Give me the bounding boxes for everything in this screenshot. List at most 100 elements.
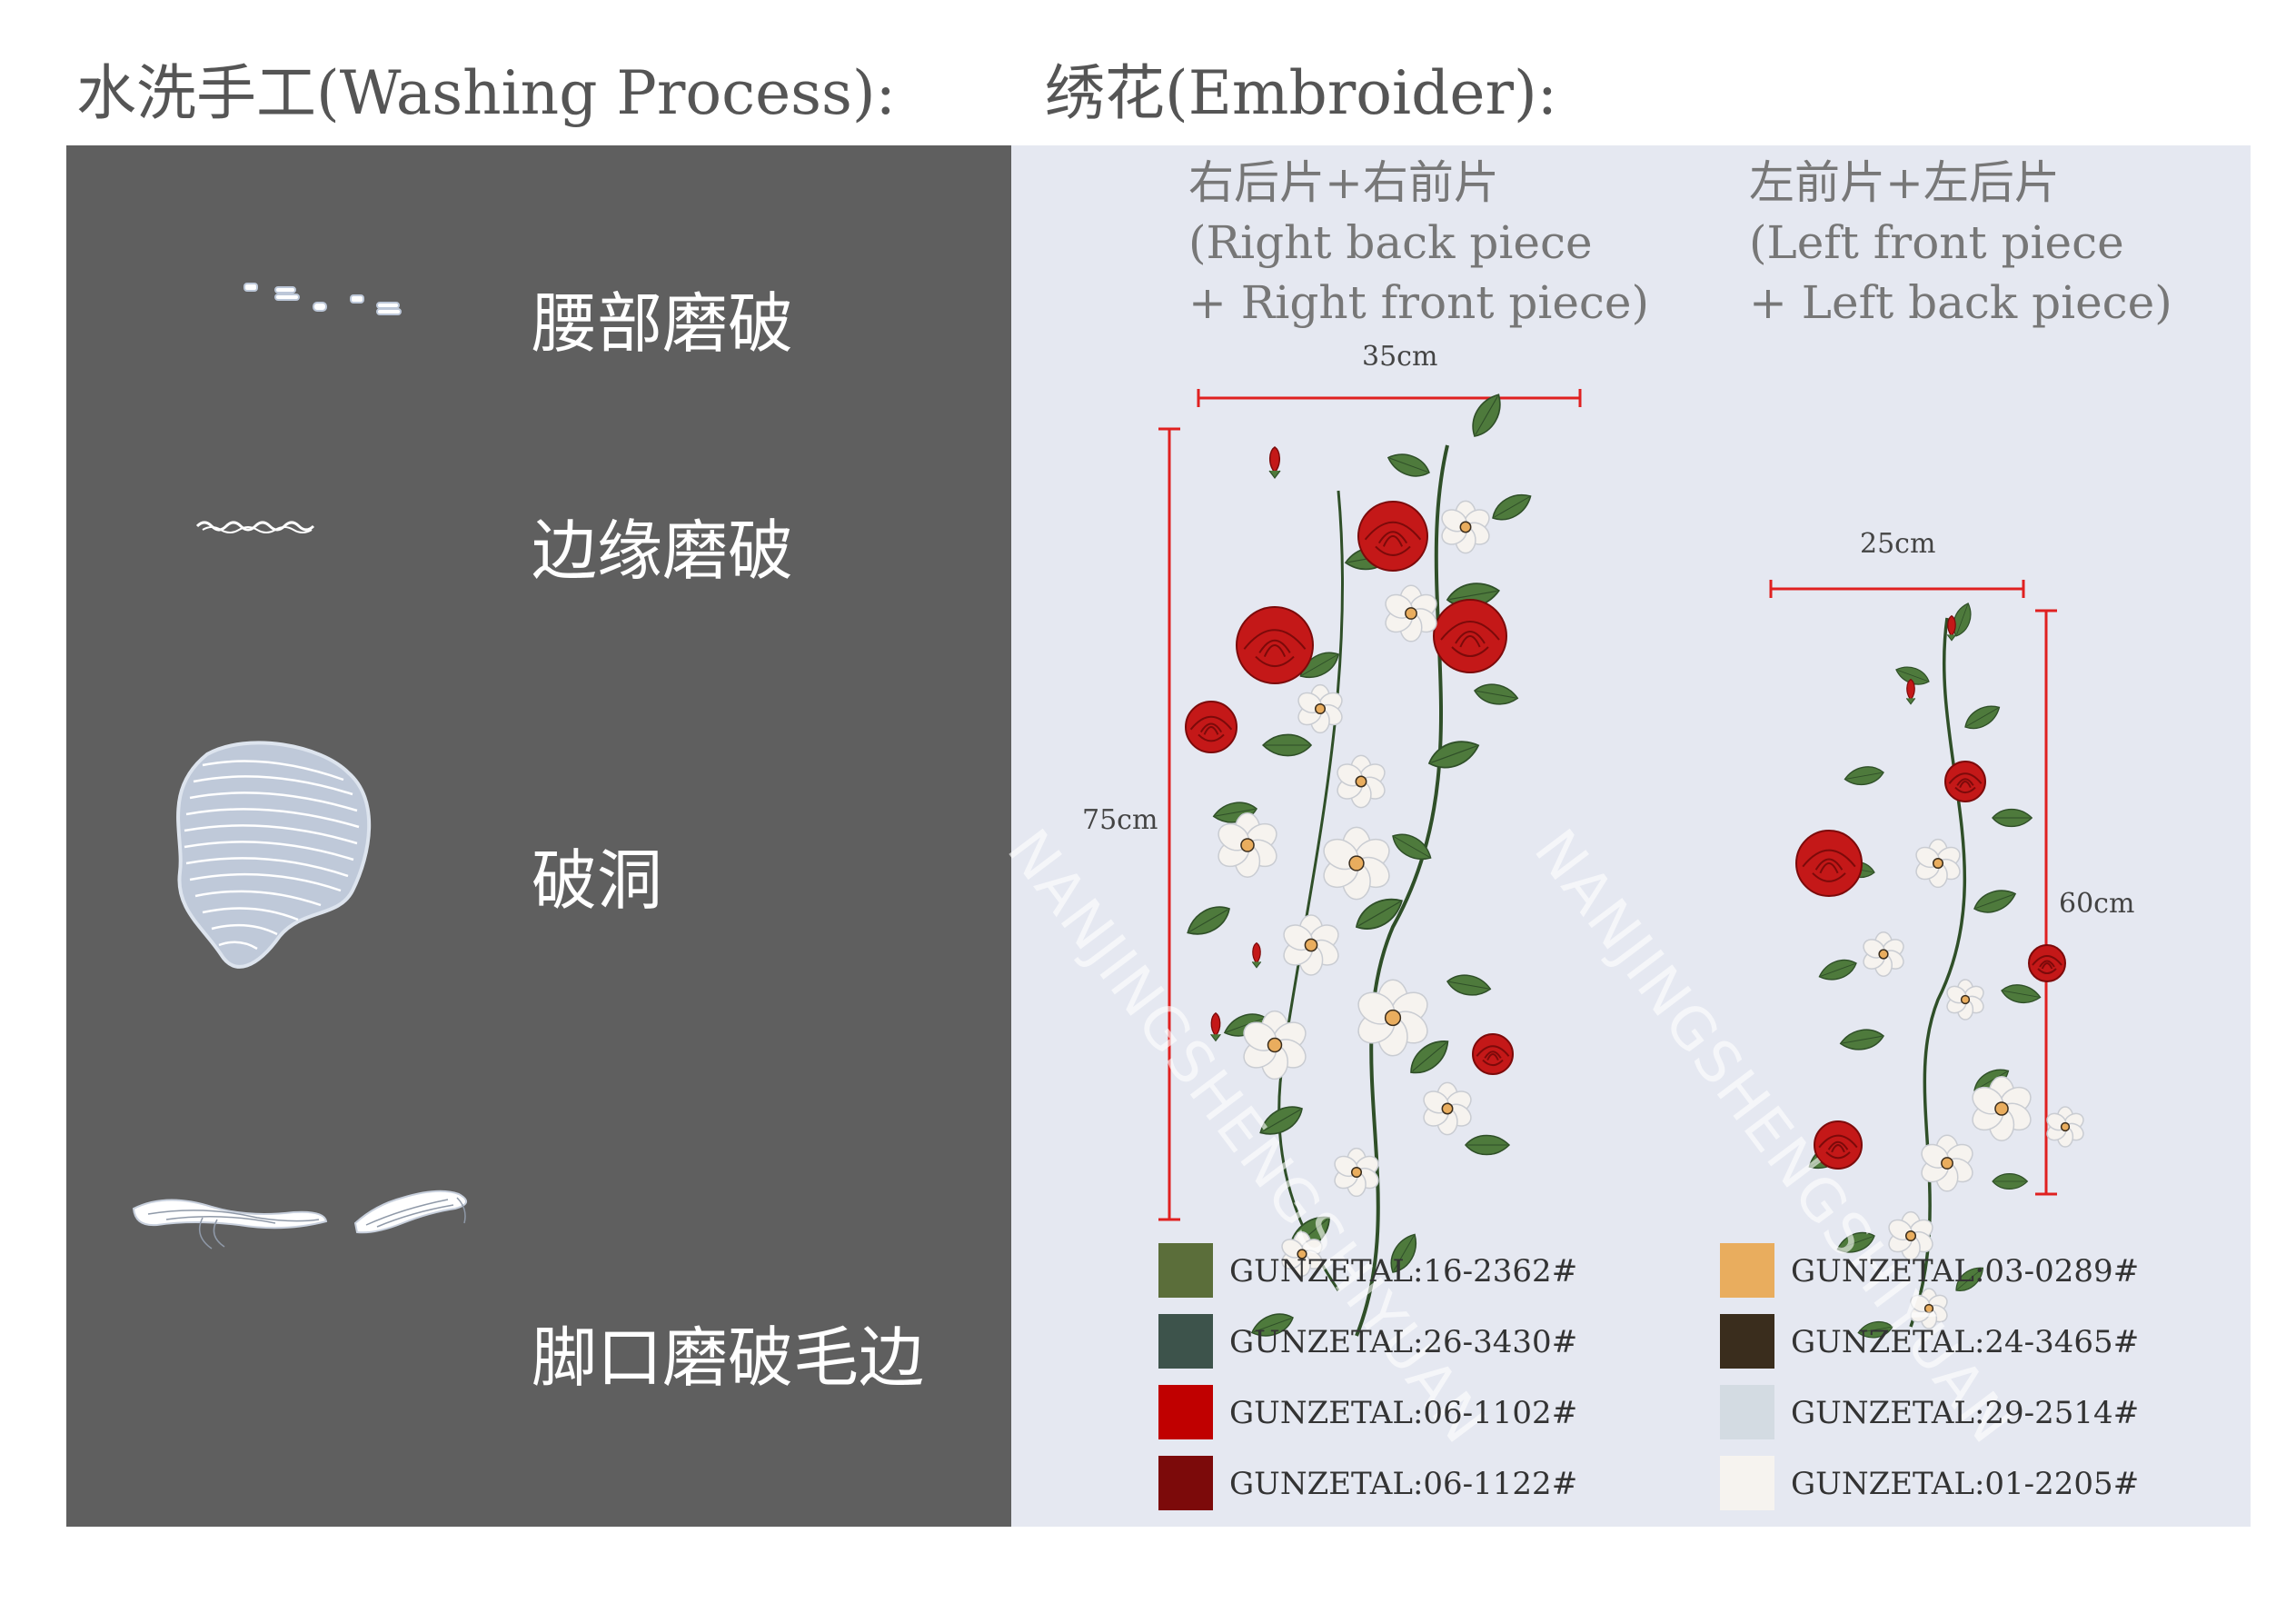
- white-flower: [1972, 1076, 2032, 1141]
- wash-item-waist-abrasion: 腰部磨破: [532, 285, 794, 362]
- white-flower: [1863, 931, 1904, 977]
- rose-bud: [1946, 614, 1957, 642]
- piece-left-width-label: 25cm: [1860, 528, 1936, 560]
- color-code: GUNZETAL:01-2205#: [1791, 1466, 2140, 1502]
- color-code: GUNZETAL:03-0289#: [1791, 1253, 2140, 1289]
- rose: [1185, 701, 1237, 753]
- piece-right-title-en-2: + Right front piece): [1188, 276, 1650, 329]
- waist-abrasion-icon: [244, 283, 402, 315]
- rose-bud: [1210, 1011, 1221, 1042]
- leaf: [1474, 683, 1519, 705]
- white-flower: [1385, 584, 1437, 642]
- white-flower: [1910, 1288, 1948, 1329]
- leaf: [1992, 808, 2033, 828]
- color-code: GUNZETAL:24-3465#: [1791, 1324, 2140, 1360]
- rose: [1236, 606, 1314, 684]
- white-flower: [2046, 1106, 2084, 1148]
- leaf: [1446, 974, 1492, 996]
- wash-item-edge-abrasion: 边缘磨破: [532, 513, 794, 589]
- white-flower: [1243, 1010, 1307, 1080]
- leaf: [2001, 984, 2042, 1004]
- leaf: [1259, 1106, 1303, 1135]
- leaf: [1299, 652, 1339, 678]
- rose: [1944, 761, 1986, 802]
- color-swatch: [1720, 1456, 1774, 1510]
- color-code: GUNZETAL:16-2362#: [1229, 1253, 1578, 1289]
- hole-icon: [176, 741, 372, 969]
- white-flower: [1423, 1081, 1472, 1136]
- leaf: [1492, 494, 1532, 521]
- rose-bud: [1905, 678, 1916, 705]
- piece-left-title-cn: 左前片+左后片: [1749, 156, 2060, 209]
- leaf: [1836, 1231, 1875, 1253]
- color-code: GUNZETAL:06-1102#: [1229, 1395, 1578, 1431]
- color-swatch: [1158, 1456, 1213, 1510]
- leaf: [1387, 453, 1430, 477]
- color-code: GUNZETAL:06-1122#: [1229, 1466, 1578, 1502]
- color-swatch: [1158, 1243, 1213, 1298]
- rose: [1357, 501, 1428, 572]
- leaf: [1187, 906, 1230, 935]
- white-flower: [1281, 1231, 1323, 1277]
- embroider-title: 绣花(Embroider):: [1045, 58, 1557, 128]
- leaf: [1955, 1267, 1984, 1291]
- piece-left-height-line: [2035, 609, 2057, 1196]
- piece-left-title-en-1: (Left front piece: [1749, 216, 2124, 269]
- leaf: [1895, 666, 1930, 685]
- rose: [1433, 599, 1507, 673]
- piece-right-title-cn: 右后片+右前片: [1188, 156, 1499, 209]
- piece-left-height-label: 60cm: [2059, 888, 2135, 920]
- leaf: [1472, 393, 1501, 437]
- piece-right-title-en-1: (Right back piece: [1188, 216, 1593, 269]
- piece-right-width-line: [1197, 389, 1582, 407]
- leaf: [1964, 705, 2001, 730]
- washing-process-title: 水洗手工(Washing Process):: [76, 58, 896, 128]
- rose: [1814, 1120, 1863, 1170]
- leaf: [1973, 890, 2017, 913]
- white-flower: [1888, 1210, 1933, 1261]
- white-flower: [1921, 1134, 1973, 1192]
- white-flower: [1441, 500, 1490, 554]
- color-swatch: [1158, 1385, 1213, 1439]
- white-flower: [1334, 1147, 1379, 1198]
- white-flower: [1283, 914, 1339, 976]
- piece-right-height-line: [1158, 427, 1180, 1221]
- white-flower: [1337, 754, 1386, 809]
- piece-right-width-label: 35cm: [1362, 341, 1438, 373]
- leaf: [1262, 733, 1313, 757]
- white-flower: [1297, 683, 1343, 734]
- rose: [1795, 830, 1863, 897]
- rose: [2028, 944, 2066, 982]
- piece-left-title-en-2: + Left back piece): [1749, 276, 2172, 329]
- leaf: [1839, 1029, 1884, 1050]
- leaf: [1992, 1173, 2029, 1190]
- leaf: [1818, 959, 1857, 981]
- piece-right-height-label: 75cm: [1082, 804, 1158, 836]
- leaf: [1355, 898, 1403, 930]
- color-swatch: [1158, 1314, 1213, 1369]
- wash-item-hem-fray: 脚口磨破毛边: [532, 1319, 925, 1396]
- embroidery-rose-design-right: [1185, 393, 1532, 1337]
- leaf: [1390, 1233, 1416, 1273]
- white-flower: [1357, 979, 1428, 1057]
- rose: [1472, 1033, 1514, 1075]
- rose-bud: [1268, 446, 1281, 479]
- leaf: [1844, 766, 1884, 786]
- white-flower: [1218, 812, 1277, 878]
- edge-abrasion-icon: [195, 521, 315, 533]
- color-code: GUNZETAL:29-2514#: [1791, 1395, 2140, 1431]
- leaf: [1465, 1134, 1511, 1156]
- embroidery-rose-design-left: [1795, 602, 2084, 1339]
- wash-item-hole: 破洞: [532, 842, 663, 919]
- leaf: [1427, 741, 1480, 769]
- piece-left-width-line: [1769, 580, 2025, 598]
- embroider-panel: 右后片+右前片 (Right back piece + Right front …: [994, 145, 2251, 1527]
- washing-process-panel: 腰部磨破 边缘磨破 破洞: [66, 145, 1011, 1527]
- white-flower: [1946, 979, 1984, 1021]
- rose-bud: [1251, 941, 1262, 969]
- leaf: [1250, 1313, 1294, 1337]
- color-swatch: [1720, 1385, 1774, 1439]
- white-flower: [1323, 826, 1390, 901]
- color-swatch: [1720, 1314, 1774, 1369]
- leaf: [1857, 1320, 1893, 1339]
